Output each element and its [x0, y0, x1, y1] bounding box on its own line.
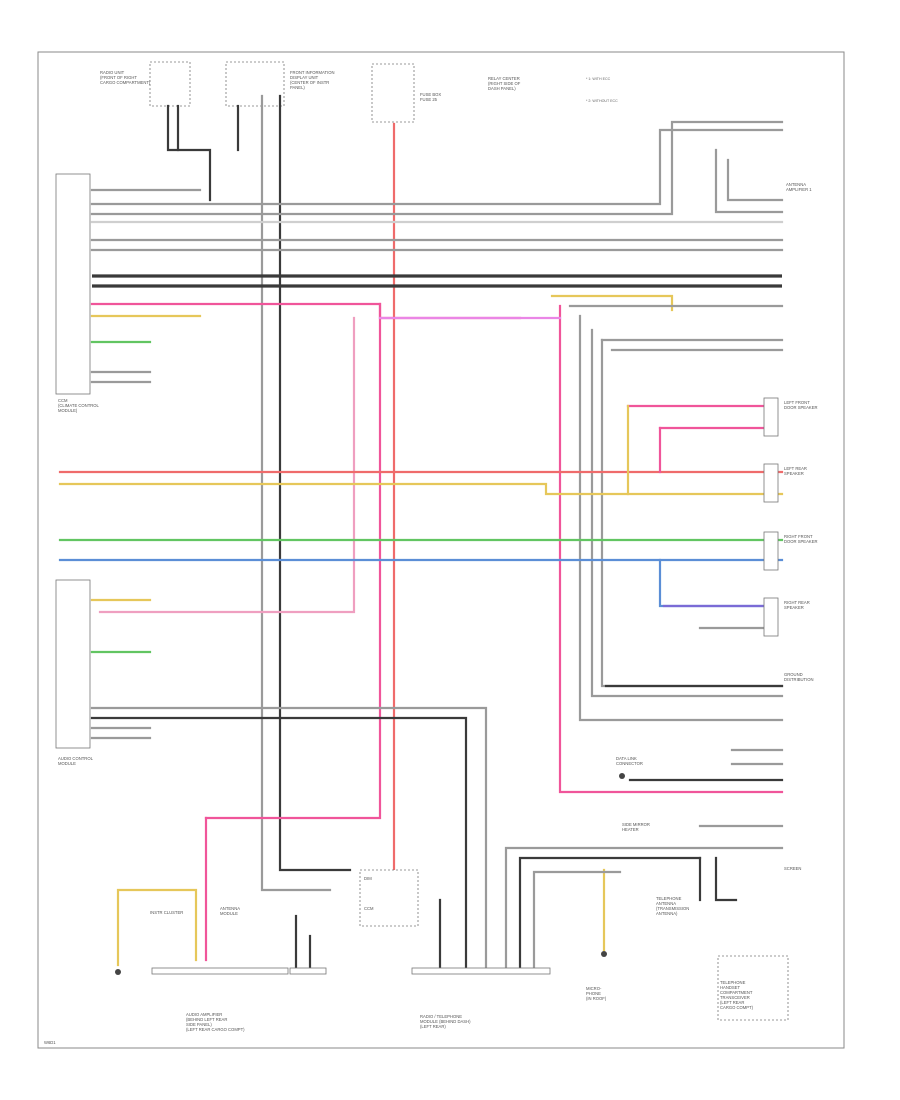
- bottom-wires: [294, 748, 784, 972]
- radio-module-box: [55, 173, 91, 395]
- label-microphone: MICRO-PHONE(IN ROOF): [586, 986, 607, 1001]
- label-screen: SCREEN: [784, 866, 801, 871]
- label-note-star1: * 1: WITH ECC: [586, 77, 611, 81]
- horizontal-bus-top: [90, 120, 784, 288]
- right-side-wires: [568, 304, 784, 722]
- bottom-connectors: [115, 773, 789, 1021]
- vertical-wires-top: [166, 94, 396, 892]
- speaker-connectors: [763, 397, 779, 637]
- fuse-box: [371, 63, 415, 123]
- top-center-component-box: [225, 61, 285, 107]
- yellow-wires: [90, 294, 674, 967]
- pink-wires: [90, 302, 784, 962]
- top-left-component-box: [149, 61, 191, 107]
- label-dim: DIM: [364, 876, 372, 881]
- label-ccm-bottom: CCM: [364, 906, 374, 911]
- audio-module-box: [55, 579, 91, 749]
- audio-module-wires: [90, 340, 488, 972]
- diagram-border: [37, 51, 845, 1049]
- label-instrument-cluster: INSTR CLUSTER: [150, 910, 183, 915]
- label-footer-code: W6D1: [44, 1040, 56, 1045]
- label-note-star2: * 2: WITHOUT ECC: [586, 99, 618, 103]
- speaker-wires: [58, 404, 784, 630]
